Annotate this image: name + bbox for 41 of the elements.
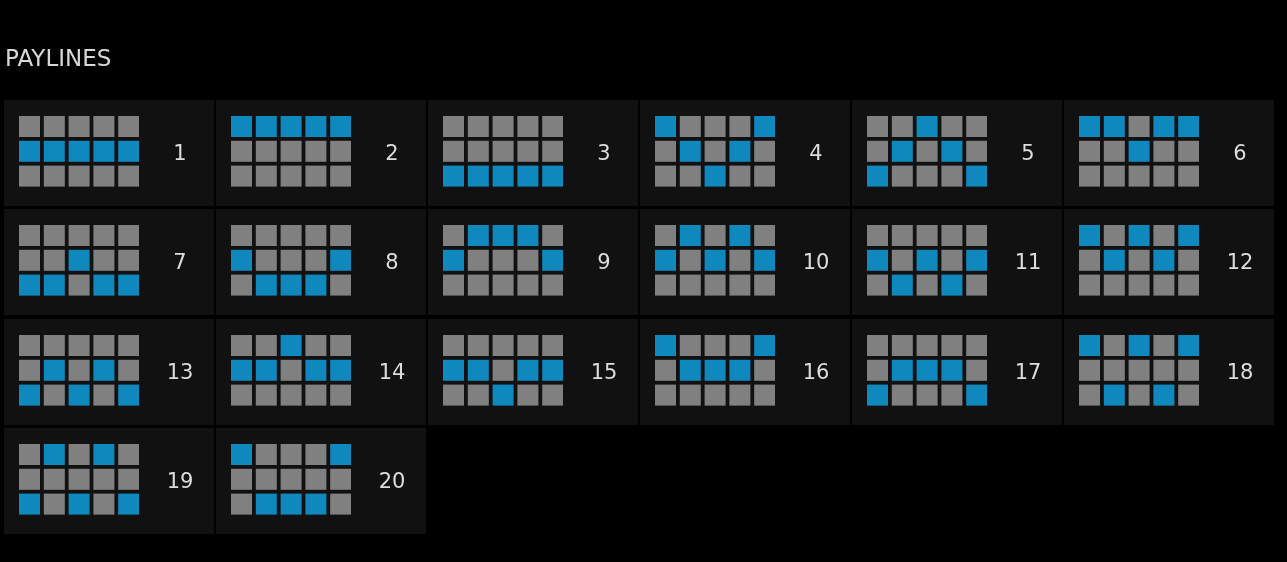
payline-card xyxy=(852,100,1062,206)
payline-card xyxy=(1064,318,1274,425)
payline-number: 20 xyxy=(377,467,407,494)
payline-card xyxy=(1064,100,1274,206)
payline-number: 4 xyxy=(808,140,824,166)
payline-card xyxy=(428,318,638,425)
payline-card xyxy=(1064,209,1274,316)
payline-number: 13 xyxy=(165,358,195,385)
payline-card xyxy=(216,100,426,206)
payline-number: 9 xyxy=(596,249,612,276)
payline-card xyxy=(640,100,850,206)
payline-card xyxy=(640,209,850,316)
payline-card xyxy=(216,209,426,316)
payline-number: 3 xyxy=(596,140,612,166)
payline-number: 17 xyxy=(1013,358,1043,385)
payline-number: 5 xyxy=(1020,140,1036,166)
payline-card xyxy=(4,100,214,206)
payline-number: 15 xyxy=(589,358,619,385)
payline-number: 2 xyxy=(384,140,400,166)
payline-number: 6 xyxy=(1232,140,1248,166)
payline-card xyxy=(852,318,1062,425)
payline-card xyxy=(4,427,214,534)
payline-number: 7 xyxy=(172,249,188,276)
payline-number: 12 xyxy=(1225,249,1255,276)
payline-card xyxy=(216,427,426,534)
payline-card xyxy=(428,100,638,206)
payline-card xyxy=(216,318,426,425)
heading: PAYLINES xyxy=(5,44,112,73)
payline-card xyxy=(640,318,850,425)
payline-card xyxy=(4,318,214,425)
payline-card xyxy=(852,209,1062,316)
payline-number: 19 xyxy=(165,467,195,494)
payline-number: 16 xyxy=(801,358,831,385)
payline-number: 1 xyxy=(172,140,188,166)
payline-card xyxy=(4,209,214,316)
payline-number: 18 xyxy=(1225,358,1255,385)
payline-number: 10 xyxy=(801,249,831,276)
payline-number: 14 xyxy=(377,358,407,385)
payline-card xyxy=(428,209,638,316)
payline-number: 8 xyxy=(384,249,400,276)
payline-number: 11 xyxy=(1013,249,1043,276)
